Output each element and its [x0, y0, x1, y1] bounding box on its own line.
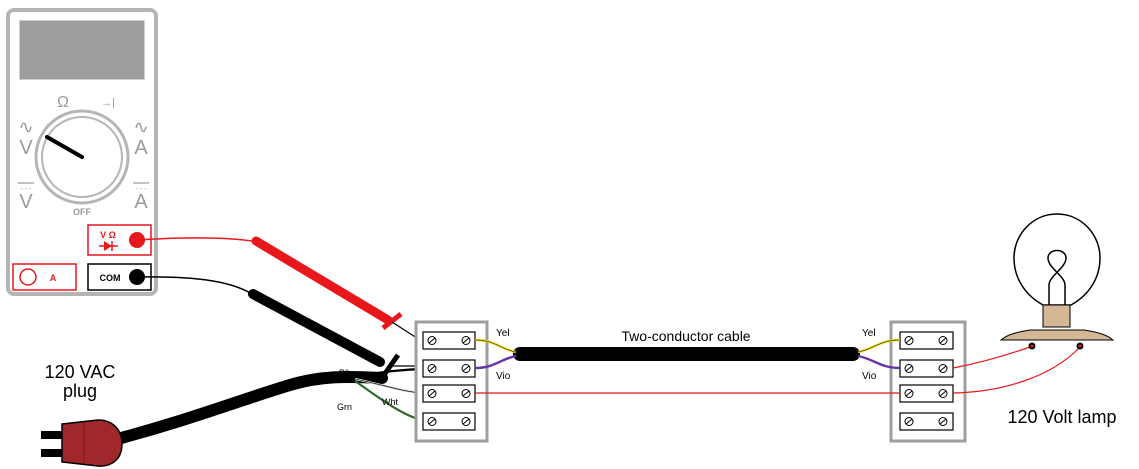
ac-current-label: A — [134, 137, 148, 159]
right-yel-label: Yel — [862, 328, 876, 339]
dc-current-symbol: - - - — [136, 186, 148, 193]
common-jack-label: COM — [100, 273, 121, 283]
red-test-lead[interactable] — [136, 236, 421, 341]
terminal-row — [422, 331, 476, 350]
left-yel-label: Yel — [496, 328, 510, 339]
plug-body — [61, 419, 123, 467]
multimeter-display — [19, 20, 145, 80]
left-vio-label: Vio — [496, 371, 511, 382]
selector-pointer — [45, 135, 84, 159]
lamp-label: 120 Volt lamp — [1007, 407, 1116, 427]
amp-jack-box — [12, 263, 77, 291]
lamp-bulb — [1013, 213, 1101, 306]
lamp — [999, 213, 1115, 350]
wire-label-grn: Grn — [337, 402, 352, 412]
diode-icon — [99, 241, 118, 251]
terminal-row — [422, 359, 476, 378]
voltohm-jack-label: V Ω — [100, 230, 116, 240]
off-label: OFF — [73, 207, 91, 217]
terminal-row — [899, 359, 954, 378]
wire-label-wht: Wht — [382, 397, 399, 407]
amp-jack[interactable] — [19, 268, 37, 286]
wire-label-blk: Blk — [339, 368, 352, 378]
amp-jack-label: A — [50, 273, 57, 283]
plug-label-line2: plug — [63, 381, 97, 401]
two-conductor-cable — [474, 338, 901, 370]
multimeter: Ω →| ∿ V ∿ A - - - V - - - A OFF V Ω A C… — [6, 8, 158, 296]
dc-current-label: A — [134, 191, 148, 213]
lamp-wire-2 — [952, 347, 1080, 394]
lamp-filament — [1047, 249, 1067, 305]
left-terminal-block — [414, 320, 489, 443]
terminal-row — [422, 384, 476, 403]
right-terminal-block — [889, 320, 967, 443]
diode-mode-label: →| — [101, 97, 115, 109]
plug-prong-top — [41, 431, 65, 439]
terminal-row — [899, 331, 954, 350]
lamp-wire-1 — [952, 346, 1031, 369]
ac-voltage-symbol: ∿ — [18, 117, 33, 137]
ac-plug — [41, 370, 388, 467]
lamp-socket — [1042, 304, 1071, 328]
terminal-row — [899, 384, 954, 403]
black-test-lead[interactable] — [136, 276, 420, 377]
dc-voltage-label: V — [19, 191, 33, 213]
ohm-label: Ω — [57, 94, 69, 111]
terminal-row — [422, 412, 476, 431]
plug-prong-bottom — [41, 449, 65, 457]
terminal-row — [899, 412, 954, 431]
right-vio-label: Vio — [862, 371, 877, 382]
dc-voltage-symbol: - - - — [21, 186, 33, 193]
lamp-base — [999, 329, 1115, 341]
cable-label: Two-conductor cable — [621, 328, 750, 344]
ac-current-symbol: ∿ — [133, 117, 148, 137]
plug-label-line1: 120 VAC — [45, 362, 116, 382]
ac-voltage-label: V — [19, 137, 33, 159]
